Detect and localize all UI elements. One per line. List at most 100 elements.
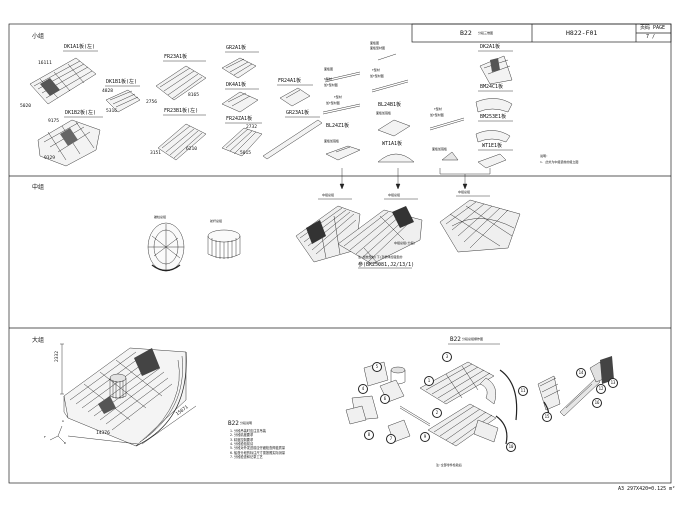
label-ring-unit-2: 舵杆总组	[210, 219, 223, 223]
dk1b2-panel	[37, 119, 101, 167]
dim-fr23a1-a: 2756	[146, 100, 158, 105]
label-gr2a1: GR2A1板	[226, 45, 247, 51]
dim-dk1a1-b: 5020	[20, 104, 32, 109]
ring-unit-1	[147, 222, 185, 272]
title-page-label: 页码 PAGE	[640, 25, 666, 31]
dk4a1-panel	[221, 91, 259, 113]
callout-bubble: 7	[386, 434, 396, 444]
note-left-6: 面板加强板	[324, 139, 340, 143]
mid-profile-column	[371, 53, 415, 163]
label-fr23a1: FR23A1板	[164, 54, 188, 60]
b22-note: 3. 精度控制要求	[230, 437, 254, 442]
axis-label-b: B	[64, 441, 66, 445]
callout-bubble: 9	[420, 432, 430, 442]
note-left-2: T型材	[324, 77, 332, 81]
title-page-number: 7 /	[646, 34, 656, 40]
t-profile-column	[322, 71, 361, 161]
callout-bubble: 8	[364, 430, 374, 440]
title-project-note: 分段三维图	[478, 31, 494, 35]
b22-note: 1. 分段吊装时应注意吊装	[230, 429, 266, 433]
note-left-3: 加T型材图	[324, 83, 338, 87]
label-bl24b1: BL24B1板	[378, 102, 402, 108]
dk1a1-panel	[29, 57, 97, 105]
dimension-lines	[60, 343, 197, 445]
flow-arrows	[339, 168, 491, 190]
zone-label-mid: 中组	[32, 184, 45, 191]
dim-fr23b1-a: 3151	[150, 151, 162, 156]
title-drawing-no: H822-F01	[566, 29, 598, 37]
dim-large-height: 2332	[55, 350, 60, 362]
callout-bubble: 13	[608, 378, 618, 388]
label-dk4a1: DK4A1板	[226, 82, 247, 88]
fr24a1-panel	[279, 87, 311, 107]
exploded-title-note: 分段总组爆炸图	[462, 337, 484, 341]
note-right-2: 加T型材图	[430, 113, 444, 117]
callout-bubble: 2	[432, 408, 442, 418]
callout-bubble: 3	[442, 352, 452, 362]
dim-fr24za1-b: 5015	[240, 151, 252, 156]
fr23a1-panel	[155, 65, 207, 101]
label-mid-assembly-2: 中组总组	[388, 193, 401, 197]
sheet-size: A3 297X420=0.125 m²	[618, 486, 676, 492]
note-mid-ref: 参(BK25081,J2/13/1)	[358, 262, 415, 268]
zone-label-small: 小组	[32, 33, 45, 40]
label-wt1a1: WT1A1板	[382, 141, 403, 147]
label-wt1e1: WT1E1板	[482, 143, 503, 149]
note-mid-3: T型材	[372, 68, 380, 72]
axis-label-a: A	[62, 419, 64, 423]
b22-note: 4. 分段检验前请	[230, 441, 254, 446]
label-bl24z1: BL24Z1板	[326, 123, 350, 129]
note-left-5: 加T型材图	[326, 101, 340, 105]
b22-note: 7. 分段检查和记录工艺	[230, 454, 263, 459]
dim-fr23a1-b: 8165	[188, 93, 200, 98]
b22-notes-title-note: 分段说明	[240, 421, 253, 425]
dim-dk1b2-b: 9329	[44, 156, 56, 161]
note-left-4: T型材	[334, 95, 342, 99]
b22-note: 5. 分段对外发送前应仔细检查焊缝质量	[230, 446, 286, 451]
outer-border	[8, 23, 672, 484]
dim-dk1b2-a: 9175	[48, 119, 60, 124]
note-right-1: T型材	[434, 107, 442, 111]
dim-dk1b1-a: 4828	[102, 89, 114, 94]
dim-fr24za1-a: 2732	[246, 125, 258, 130]
large-group-drawings	[49, 343, 614, 447]
label-mid-assembly-1: 中组总组	[322, 193, 335, 197]
zone-label-large: 大组	[32, 337, 45, 344]
exploded-note: 注:全部零件检验后	[436, 463, 462, 467]
callout-bubble: 1	[424, 376, 434, 386]
label-bm24b: BM24C1板	[480, 84, 504, 90]
exploded-parts	[345, 356, 614, 447]
small-group-drawings	[29, 50, 513, 190]
mid-assembly-2	[337, 206, 423, 267]
note-mid-1: 面板图	[370, 41, 380, 45]
note-mid-5: 面板加强板	[376, 111, 392, 115]
note-mid-4: 加T型材图	[370, 74, 384, 78]
callout-bubble: 14	[576, 368, 586, 378]
axis-tripod	[49, 425, 65, 443]
callout-bubble: 16	[592, 398, 602, 408]
ring-unit-2	[207, 229, 241, 259]
callout-bubble: 11	[518, 386, 528, 396]
label-fr24a1: FR24A1板	[278, 78, 302, 84]
callout-bubble: 15	[542, 412, 552, 422]
callout-bubble: 6	[380, 394, 390, 404]
note-left-1: 面板图	[324, 67, 334, 71]
b22-note: 2. 分段精度要求	[230, 433, 254, 438]
dim-fr23b1-b: 6210	[186, 147, 198, 152]
callout-bubble: 10	[506, 442, 516, 452]
gr23a1-bar	[262, 119, 323, 160]
callout-bubble: 12	[596, 384, 606, 394]
title-project: B22	[460, 29, 472, 37]
label-gr23a1: GR23A1板	[286, 110, 310, 116]
exploded-title: B22	[450, 336, 461, 343]
b22-note: 6. 船首分段的标注尺寸需按照实际测量	[230, 450, 286, 455]
label-dk1b1: DK1B1板(左)	[106, 79, 138, 85]
mid-assembly-3	[439, 199, 521, 253]
right-profile-column	[429, 117, 465, 161]
mid-assembly-1	[295, 205, 361, 263]
dk2a1-panel	[479, 55, 513, 85]
fr24za1-panel	[221, 127, 263, 157]
label-ring-unit-1: 艏柱总组	[154, 215, 167, 219]
label-dk2a1: DK2A1板	[480, 44, 501, 50]
